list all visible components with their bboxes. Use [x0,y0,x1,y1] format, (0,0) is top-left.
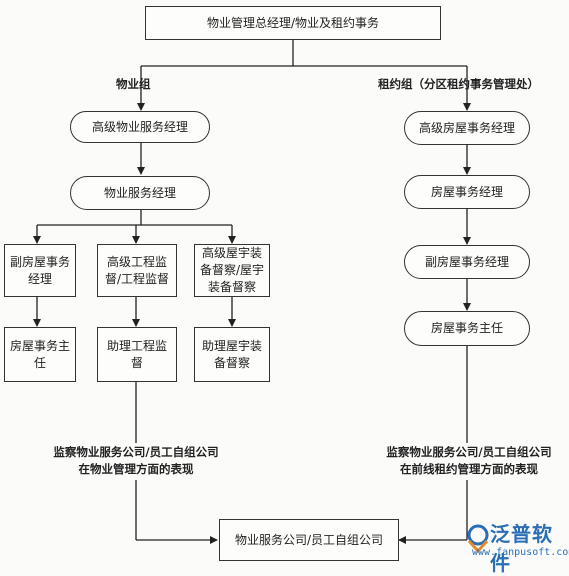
building-services-inspector-box: 高级屋宇装备督察/屋宇装备督察 [194,244,270,297]
property-service-company-box: 物业服务公司/员工自组公司 [219,519,399,561]
senior-property-service-manager: 高级物业服务经理 [70,111,210,143]
deputy-housing-manager-box: 副房屋事务经理 [4,244,76,297]
assistant-engineering-supervisor-box: 助理工程监督 [97,327,177,382]
engineering-supervisor-box: 高级工程监督/工程监督 [97,244,177,297]
watermark-url: www.fanpusoft.com [472,547,569,558]
assistant-building-services-inspector-box: 助理屋宇装备督察 [194,327,270,382]
right-group-label: 租约组（分区租约事务管理处） [378,77,539,91]
left-group-label: 物业组 [116,77,151,91]
property-service-manager: 物业服务经理 [70,176,210,210]
housing-officer: 房屋事务主任 [404,311,530,346]
top-manager-box: 物业管理总经理/物业及租约事务 [145,6,441,40]
right-group-note: 监察物业服务公司/员工自组公司 在前线租约管理方面的表现 [386,445,552,476]
housing-officer-box: 房屋事务主任 [4,327,76,382]
fanpusoft-logo-icon [467,524,489,554]
deputy-housing-manager: 副房屋事务经理 [404,245,530,279]
housing-manager: 房屋事务经理 [404,175,530,209]
senior-housing-manager: 高级房屋事务经理 [404,111,530,145]
left-group-note: 监察物业服务公司/员工自组公司 在物业管理方面的表现 [53,445,219,476]
